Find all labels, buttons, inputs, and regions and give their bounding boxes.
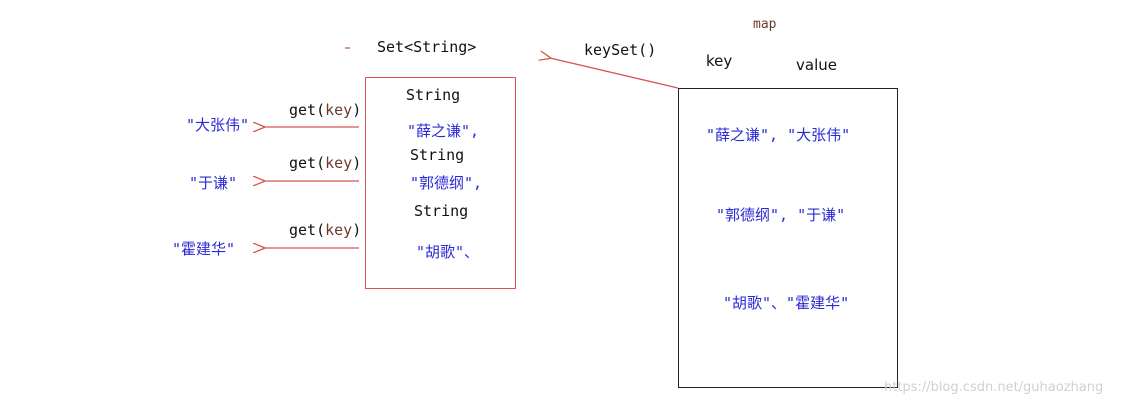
keyset-label: keySet()	[584, 41, 657, 59]
set-title: Set<String>	[377, 38, 477, 56]
get-result: "大张伟"	[186, 116, 250, 134]
get-call-prefix: get(	[289, 221, 326, 239]
get-call-arg: key	[325, 154, 353, 172]
set-item-value: "薛之谦",	[407, 122, 480, 140]
set-box	[365, 77, 516, 289]
set-item-value: "郭德纲",	[410, 174, 483, 192]
set-item-type: String	[406, 86, 461, 104]
set-item-value: "胡歌"、	[416, 243, 480, 261]
get-result: "霍建华"	[172, 240, 236, 258]
get-call: get(key)	[289, 154, 361, 172]
get-call-prefix: get(	[289, 154, 326, 172]
get-call-suffix: )	[352, 154, 362, 172]
get-call-suffix: )	[352, 221, 362, 239]
get-result: "于谦"	[189, 174, 238, 192]
map-entry: "胡歌"、"霍建华"	[723, 294, 850, 312]
get-call: get(key)	[289, 221, 361, 239]
map-entry: "郭德纲", "于谦"	[716, 206, 846, 224]
map-entry: "薛之谦", "大张伟"	[706, 126, 851, 144]
set-item-type: String	[414, 202, 469, 220]
set-item-type: String	[410, 146, 465, 164]
map-box	[678, 88, 898, 388]
map-label: map	[753, 17, 777, 32]
get-call-arg: key	[325, 221, 353, 239]
get-call-arg: key	[325, 101, 353, 119]
get-call-suffix: )	[352, 101, 362, 119]
keyset-arrow	[550, 58, 679, 89]
get-call-prefix: get(	[289, 101, 326, 119]
get-call: get(key)	[289, 101, 361, 119]
map-value-header: value	[796, 56, 837, 74]
watermark: https://blog.csdn.net/guhaozhang	[884, 380, 1104, 395]
map-key-header: key	[706, 52, 733, 70]
